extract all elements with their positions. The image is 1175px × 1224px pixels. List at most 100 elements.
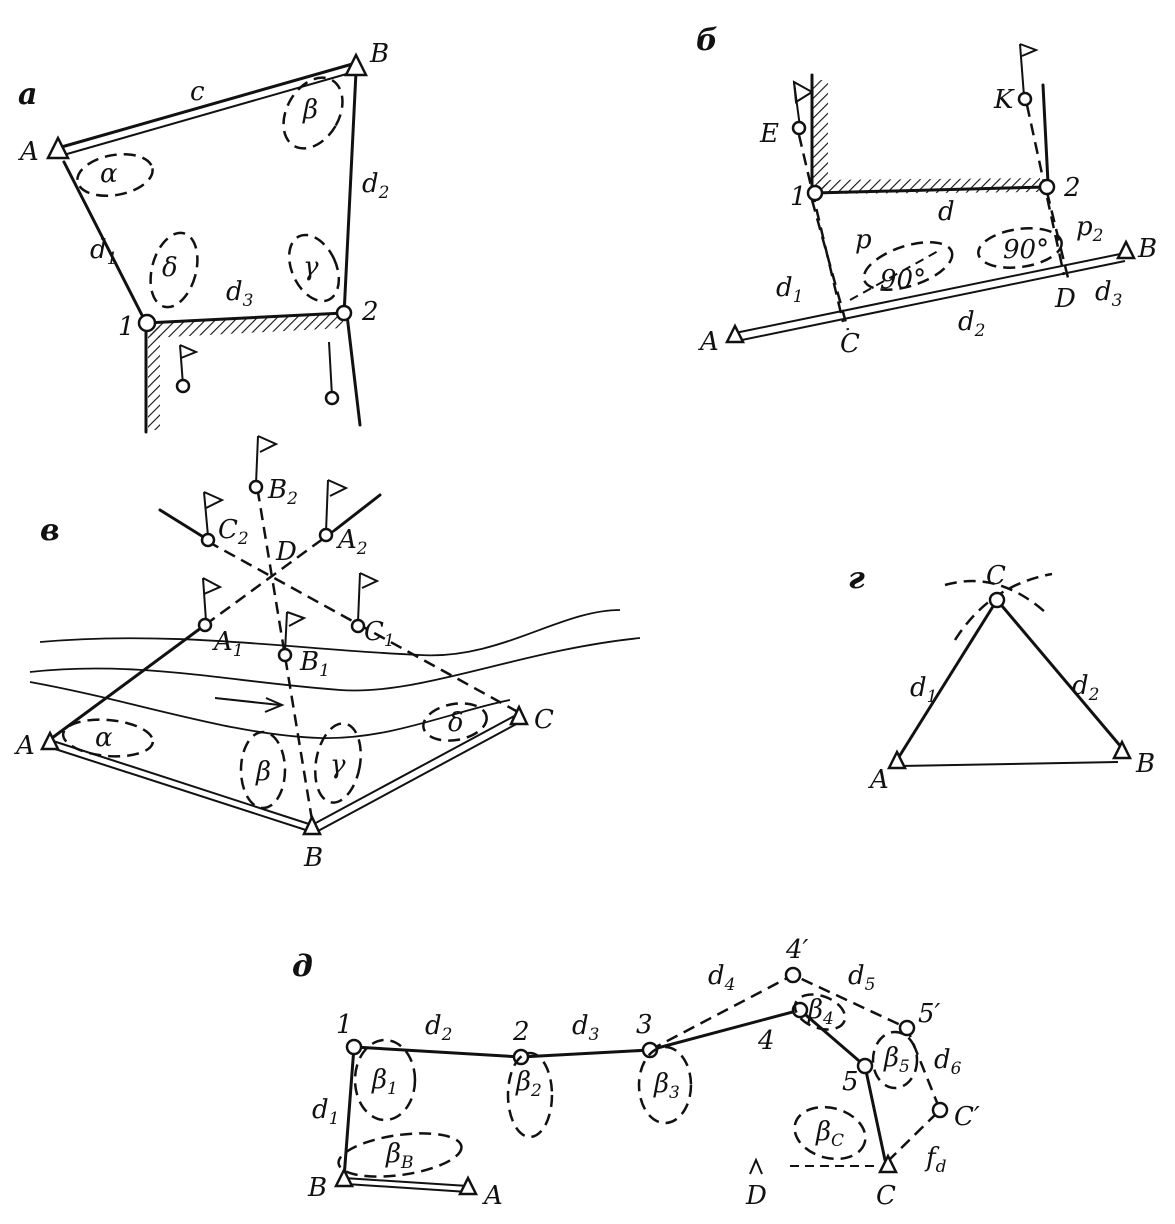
label-90-1: 90° bbox=[880, 265, 926, 295]
ground-point-1 bbox=[175, 378, 191, 394]
angle-b4-ellipse bbox=[793, 993, 847, 1031]
base-AB-second bbox=[51, 747, 313, 833]
point-B1 bbox=[277, 647, 293, 663]
label-D: D bbox=[1054, 284, 1076, 314]
point-E bbox=[791, 120, 807, 136]
label-1: 1 bbox=[336, 1010, 353, 1040]
flag-pole-1 bbox=[179, 344, 184, 386]
label-C: C bbox=[534, 705, 554, 735]
flag-pole-B2 bbox=[255, 435, 259, 485]
river-bank-middle bbox=[29, 637, 641, 692]
wall-hatch-top bbox=[150, 312, 343, 338]
panel-g-title: г bbox=[848, 561, 865, 596]
point-C bbox=[988, 591, 1006, 609]
label-d: d bbox=[938, 197, 955, 227]
triangle-B bbox=[333, 1167, 355, 1188]
label-d2: d2 bbox=[958, 307, 985, 341]
label-gamma: γ bbox=[330, 750, 346, 780]
angle-beta-ellipse bbox=[282, 76, 344, 150]
label-d1: d1 bbox=[910, 673, 937, 707]
flow-arrow-head bbox=[264, 697, 285, 713]
label-d2: d2 bbox=[425, 1011, 452, 1045]
label-E: E bbox=[759, 119, 779, 149]
label-K: K bbox=[993, 85, 1015, 115]
label-2: 2 bbox=[512, 1017, 530, 1047]
label-d4: d4 bbox=[708, 961, 735, 995]
label-4: 4 bbox=[757, 1026, 775, 1056]
label-p: p bbox=[855, 225, 872, 255]
point-1 bbox=[345, 1038, 363, 1056]
triangle-D bbox=[749, 1157, 763, 1175]
point-2 bbox=[335, 304, 353, 322]
triangle-C bbox=[509, 704, 529, 726]
ray-A1-A2 bbox=[204, 528, 336, 627]
point-1 bbox=[137, 313, 157, 333]
label-delta: δ bbox=[448, 708, 464, 738]
label-bB: βB bbox=[385, 1139, 414, 1173]
arc-1 bbox=[944, 579, 1046, 613]
point-B2 bbox=[248, 479, 264, 495]
flag-pole-K bbox=[1019, 43, 1025, 97]
panel-v-title: в bbox=[40, 513, 60, 548]
label-2: 2 bbox=[1063, 173, 1081, 203]
ground-point-2 bbox=[324, 390, 340, 406]
panel-v: в bbox=[14, 435, 641, 873]
label-beta: β bbox=[302, 95, 318, 125]
label-A: A bbox=[868, 765, 889, 795]
wall-hatch-vertical bbox=[812, 80, 828, 190]
side-d1 bbox=[62, 160, 148, 325]
label-C: C bbox=[986, 561, 1006, 591]
label-C: C bbox=[876, 1181, 896, 1211]
angle-b3-ellipse bbox=[637, 1045, 693, 1125]
point-A1 bbox=[197, 617, 213, 633]
triangle-A bbox=[39, 730, 61, 751]
label-90-2: 90° bbox=[1003, 235, 1049, 265]
label-B: B bbox=[303, 843, 323, 873]
flag-C1 bbox=[359, 572, 380, 589]
label-B: B bbox=[307, 1173, 327, 1203]
flag-pole-2 bbox=[328, 341, 333, 397]
triangle-A bbox=[457, 1175, 479, 1196]
label-alpha: α bbox=[95, 723, 113, 753]
label-c: c bbox=[190, 77, 205, 107]
label-B: B bbox=[1135, 749, 1155, 779]
flag-pole-A2 bbox=[325, 479, 329, 533]
angle-delta-ellipse bbox=[422, 702, 488, 742]
triangle-B bbox=[302, 814, 322, 836]
triangle-B bbox=[1115, 239, 1137, 260]
label-D: D bbox=[275, 537, 297, 567]
side-d bbox=[812, 185, 1049, 195]
label-d3: d3 bbox=[572, 1011, 599, 1045]
base-BC-second bbox=[317, 720, 523, 832]
label-bC: βC bbox=[815, 1117, 844, 1151]
angle-bB-ellipse bbox=[337, 1132, 463, 1178]
right-angle-arc-1 bbox=[849, 249, 941, 301]
label-C2: C2 bbox=[218, 515, 249, 549]
point-C-prime bbox=[931, 1101, 949, 1119]
label-3: 3 bbox=[636, 1010, 653, 1040]
label-B1: B1 bbox=[299, 647, 330, 681]
panel-b: б E K 1 2 A B C bbox=[696, 23, 1157, 359]
angle-b5-ellipse bbox=[871, 1030, 919, 1090]
label-fd: fd bbox=[924, 1143, 947, 1177]
flag-K bbox=[1019, 43, 1039, 57]
panel-b-title: б bbox=[696, 23, 718, 58]
angle-alpha-ellipse bbox=[76, 152, 154, 198]
label-d1: d1 bbox=[776, 273, 803, 307]
wall-right bbox=[345, 313, 362, 427]
label-5-prime: 5′ bbox=[918, 999, 941, 1029]
base-BC bbox=[311, 713, 519, 826]
label-beta: β bbox=[255, 757, 271, 787]
side-d2 bbox=[342, 70, 358, 317]
triangle-B bbox=[343, 52, 369, 77]
label-C1: C1 bbox=[364, 617, 395, 651]
point-2 bbox=[1038, 178, 1056, 196]
label-A2: A2 bbox=[336, 525, 368, 559]
flag-B1 bbox=[286, 611, 307, 627]
ray-A2-end bbox=[333, 493, 382, 532]
flag-B2 bbox=[257, 435, 279, 453]
point-5 bbox=[856, 1057, 874, 1075]
triangle-A bbox=[45, 135, 71, 160]
right-angle-ellipse-D bbox=[977, 227, 1063, 269]
